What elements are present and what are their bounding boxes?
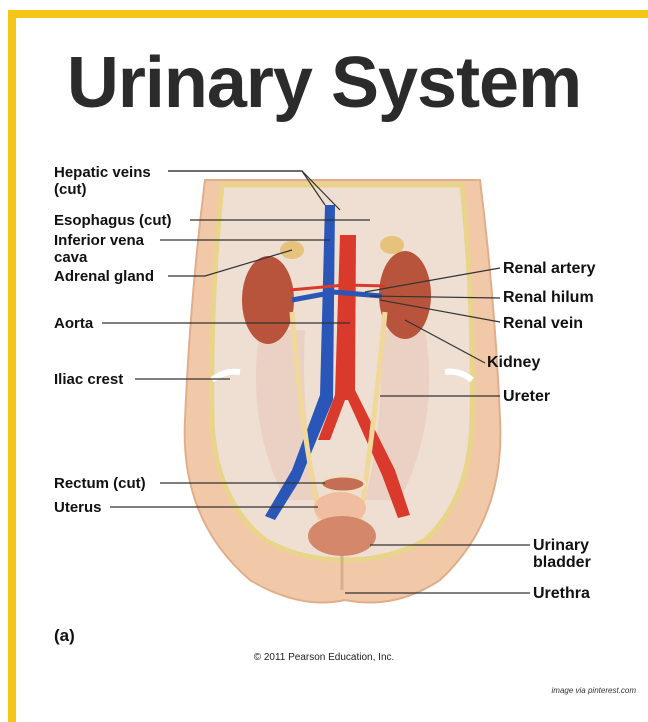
label-renal-vein: Renal vein — [503, 315, 583, 332]
copyright-text: © 2011 Pearson Education, Inc. — [0, 652, 648, 663]
label-adrenal-gland: Adrenal gland — [54, 268, 154, 285]
label-renal-artery: Renal artery — [503, 260, 596, 277]
label-inferior-vena-cava: Inferior vena cava — [54, 232, 144, 266]
label-aorta: Aorta — [54, 315, 93, 332]
label-ureter: Ureter — [503, 388, 550, 405]
label-hepatic-veins: Hepatic veins (cut) — [54, 164, 151, 198]
image-credit: image via pinterest.com — [552, 686, 636, 695]
label-uterus: Uterus — [54, 499, 102, 516]
label-iliac-crest: Iliac crest — [54, 371, 123, 388]
label-rectum: Rectum (cut) — [54, 475, 146, 492]
kidney-right — [379, 251, 431, 339]
label-kidney: Kidney — [487, 354, 540, 371]
label-renal-hilum: Renal hilum — [503, 289, 594, 306]
panel-label: (a) — [54, 626, 75, 646]
label-urethra: Urethra — [533, 585, 590, 602]
label-esophagus: Esophagus (cut) — [54, 212, 172, 229]
urinary-bladder — [308, 516, 376, 556]
adrenal-gland-right — [380, 236, 404, 254]
kidney-left — [242, 256, 294, 344]
label-urinary-bladder: Urinary bladder — [533, 537, 591, 571]
rectum — [321, 476, 365, 492]
